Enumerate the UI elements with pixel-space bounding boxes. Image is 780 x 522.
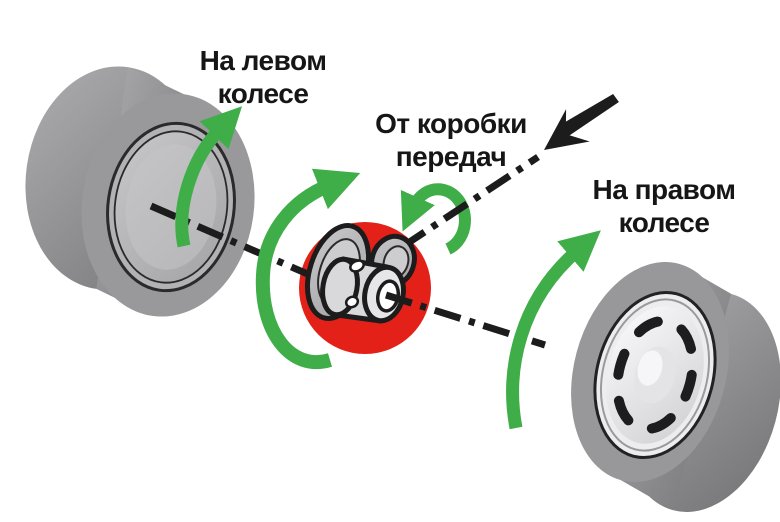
gearbox-input-arrow-icon [544,94,619,150]
right-wheel-rotation-arrow-icon [506,230,601,430]
right-wheel-hubcap [593,290,717,460]
right-wheel-label: На правом колесе [592,174,736,239]
hubcap-vent-slots [612,316,698,434]
differential-mechanism [305,223,417,324]
right-wheel [571,262,780,512]
differential-rotation-arrow-icon [255,168,361,369]
gearbox-label: От коробки передач [375,108,527,173]
left-wheel-rotation-arrow-icon [175,106,243,248]
axle-line-left [149,202,335,289]
left-wheel-label: На левом колесе [199,45,327,110]
input-shaft-rotation-arrow-icon [400,183,471,255]
